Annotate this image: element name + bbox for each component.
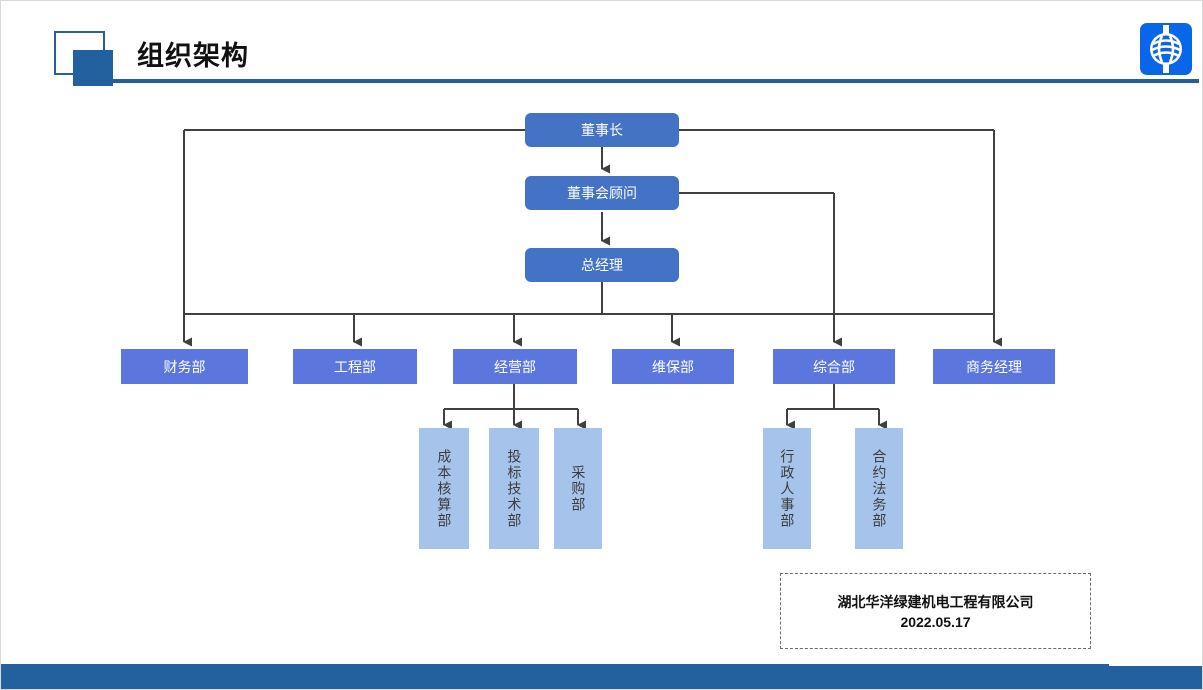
org-node-label: 行政人事部 [779, 448, 796, 529]
org-node-label: 董事长 [581, 122, 623, 138]
footer-accent-bar-left [1, 664, 1109, 689]
org-node-procurement[interactable]: 采购部 [554, 428, 602, 549]
title-decor-filled-square [73, 50, 113, 86]
org-node-contract-legal[interactable]: 合约法务部 [855, 428, 903, 549]
org-node-business-manager[interactable]: 商务经理 [933, 349, 1055, 384]
org-node-label: 综合部 [813, 358, 855, 375]
org-node-label: 合约法务部 [871, 448, 888, 529]
title-underline-rule [113, 79, 1199, 83]
org-node-label: 总经理 [581, 257, 623, 273]
company-date: 2022.05.17 [900, 614, 971, 630]
org-node-cost-accounting[interactable]: 成本核算部 [419, 428, 469, 549]
org-node-label: 投标技术部 [506, 448, 523, 529]
page-title: 组织架构 [137, 41, 249, 71]
org-node-label: 商务经理 [966, 358, 1022, 375]
org-node-admin-hr[interactable]: 行政人事部 [763, 428, 811, 549]
org-node-label: 工程部 [334, 358, 376, 375]
org-node-board-advisor[interactable]: 董事会顾问 [525, 176, 679, 210]
footer-accent-bar-right [1109, 666, 1202, 689]
org-node-label: 经营部 [494, 358, 536, 375]
org-node-label: 成本核算部 [436, 448, 453, 529]
org-node-general-affairs[interactable]: 综合部 [773, 349, 895, 384]
org-node-label: 采购部 [570, 464, 587, 513]
org-node-engineering[interactable]: 工程部 [293, 349, 417, 384]
org-node-operations[interactable]: 经营部 [453, 349, 577, 384]
org-node-general-manager[interactable]: 总经理 [525, 248, 679, 282]
org-node-maintenance[interactable]: 维保部 [612, 349, 734, 384]
org-node-finance[interactable]: 财务部 [121, 349, 248, 384]
org-node-bidding-technology[interactable]: 投标技术部 [489, 428, 539, 549]
org-node-label: 维保部 [652, 358, 694, 375]
org-node-label: 董事会顾问 [567, 185, 637, 201]
company-signature-box: 湖北华洋绿建机电工程有限公司 2022.05.17 [780, 573, 1091, 649]
company-globe-logo-icon [1140, 23, 1192, 75]
org-node-label: 财务部 [163, 358, 206, 375]
company-name: 湖北华洋绿建机电工程有限公司 [837, 594, 1034, 610]
org-node-chairman[interactable]: 董事长 [525, 113, 679, 147]
